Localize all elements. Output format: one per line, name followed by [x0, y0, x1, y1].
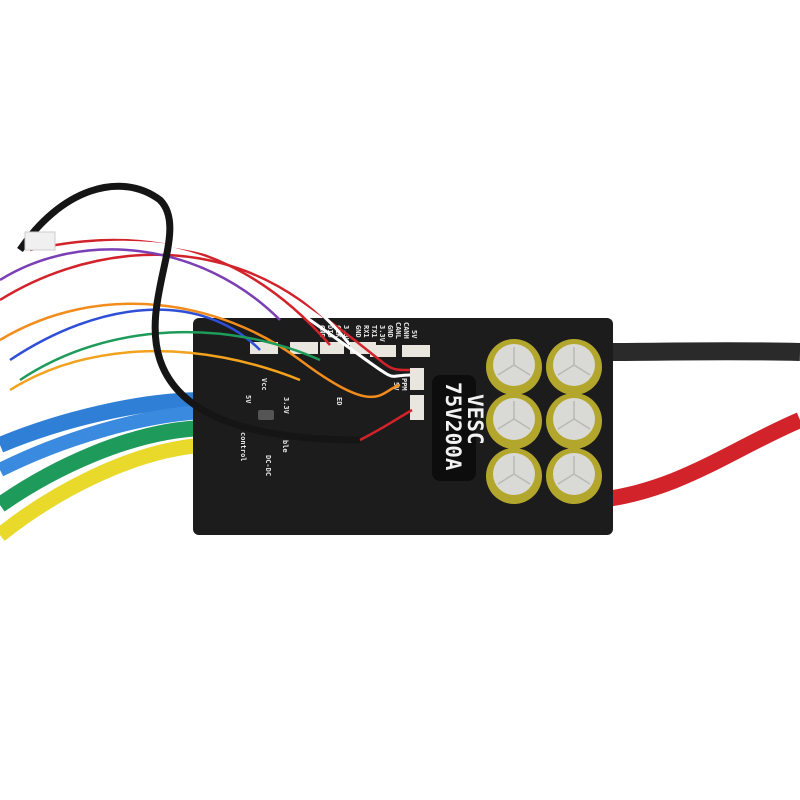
capacitor: [486, 448, 542, 504]
signal-wires: [0, 238, 411, 399]
connectors: [250, 342, 430, 420]
3v3-label: 3.3V: [282, 397, 290, 415]
vcc-label: Vcc: [260, 378, 268, 391]
vesc-label: VESC: [463, 394, 487, 445]
uart-rx: RX1: [362, 325, 370, 338]
blue-phase-wire-2: [0, 405, 206, 477]
capacitor: [546, 393, 602, 449]
label-plate: [432, 375, 476, 481]
capacitors: [486, 339, 602, 504]
black-power-wire: [599, 342, 800, 361]
yellow-phase-wire: [0, 437, 206, 541]
uart-tx: TX1: [370, 325, 378, 338]
5v-label: 5V: [244, 395, 252, 404]
can-h: CANH: [402, 322, 410, 339]
black-signal-cable: [17, 182, 361, 444]
led-label: ED: [335, 397, 343, 405]
capacitor: [546, 339, 602, 395]
uart-33: 3.3V: [378, 325, 386, 343]
control-label: control: [239, 432, 247, 462]
sensor-wires: [359, 408, 413, 442]
white-plug: [24, 231, 56, 251]
switch: [258, 410, 274, 420]
red-power-wire: [599, 412, 800, 508]
can-l: CANL: [394, 322, 402, 339]
uart-gnd: GND: [354, 325, 362, 338]
blue-phase-wire: [0, 392, 206, 453]
dcdc-label: DC-DC: [264, 455, 272, 476]
capacitor: [546, 448, 602, 504]
capacitor: [486, 339, 542, 395]
swd-dio: DIO: [326, 325, 334, 338]
rating-label: 75V200A: [441, 382, 465, 471]
green-phase-wire: [0, 420, 206, 512]
swd-gnd: GND: [318, 325, 326, 338]
ppm-label: PPM: [400, 378, 408, 391]
can-gnd: GND: [386, 325, 394, 338]
capacitor: [486, 393, 542, 449]
can-5v: 5V: [410, 330, 418, 339]
able-label: ble: [281, 440, 289, 453]
